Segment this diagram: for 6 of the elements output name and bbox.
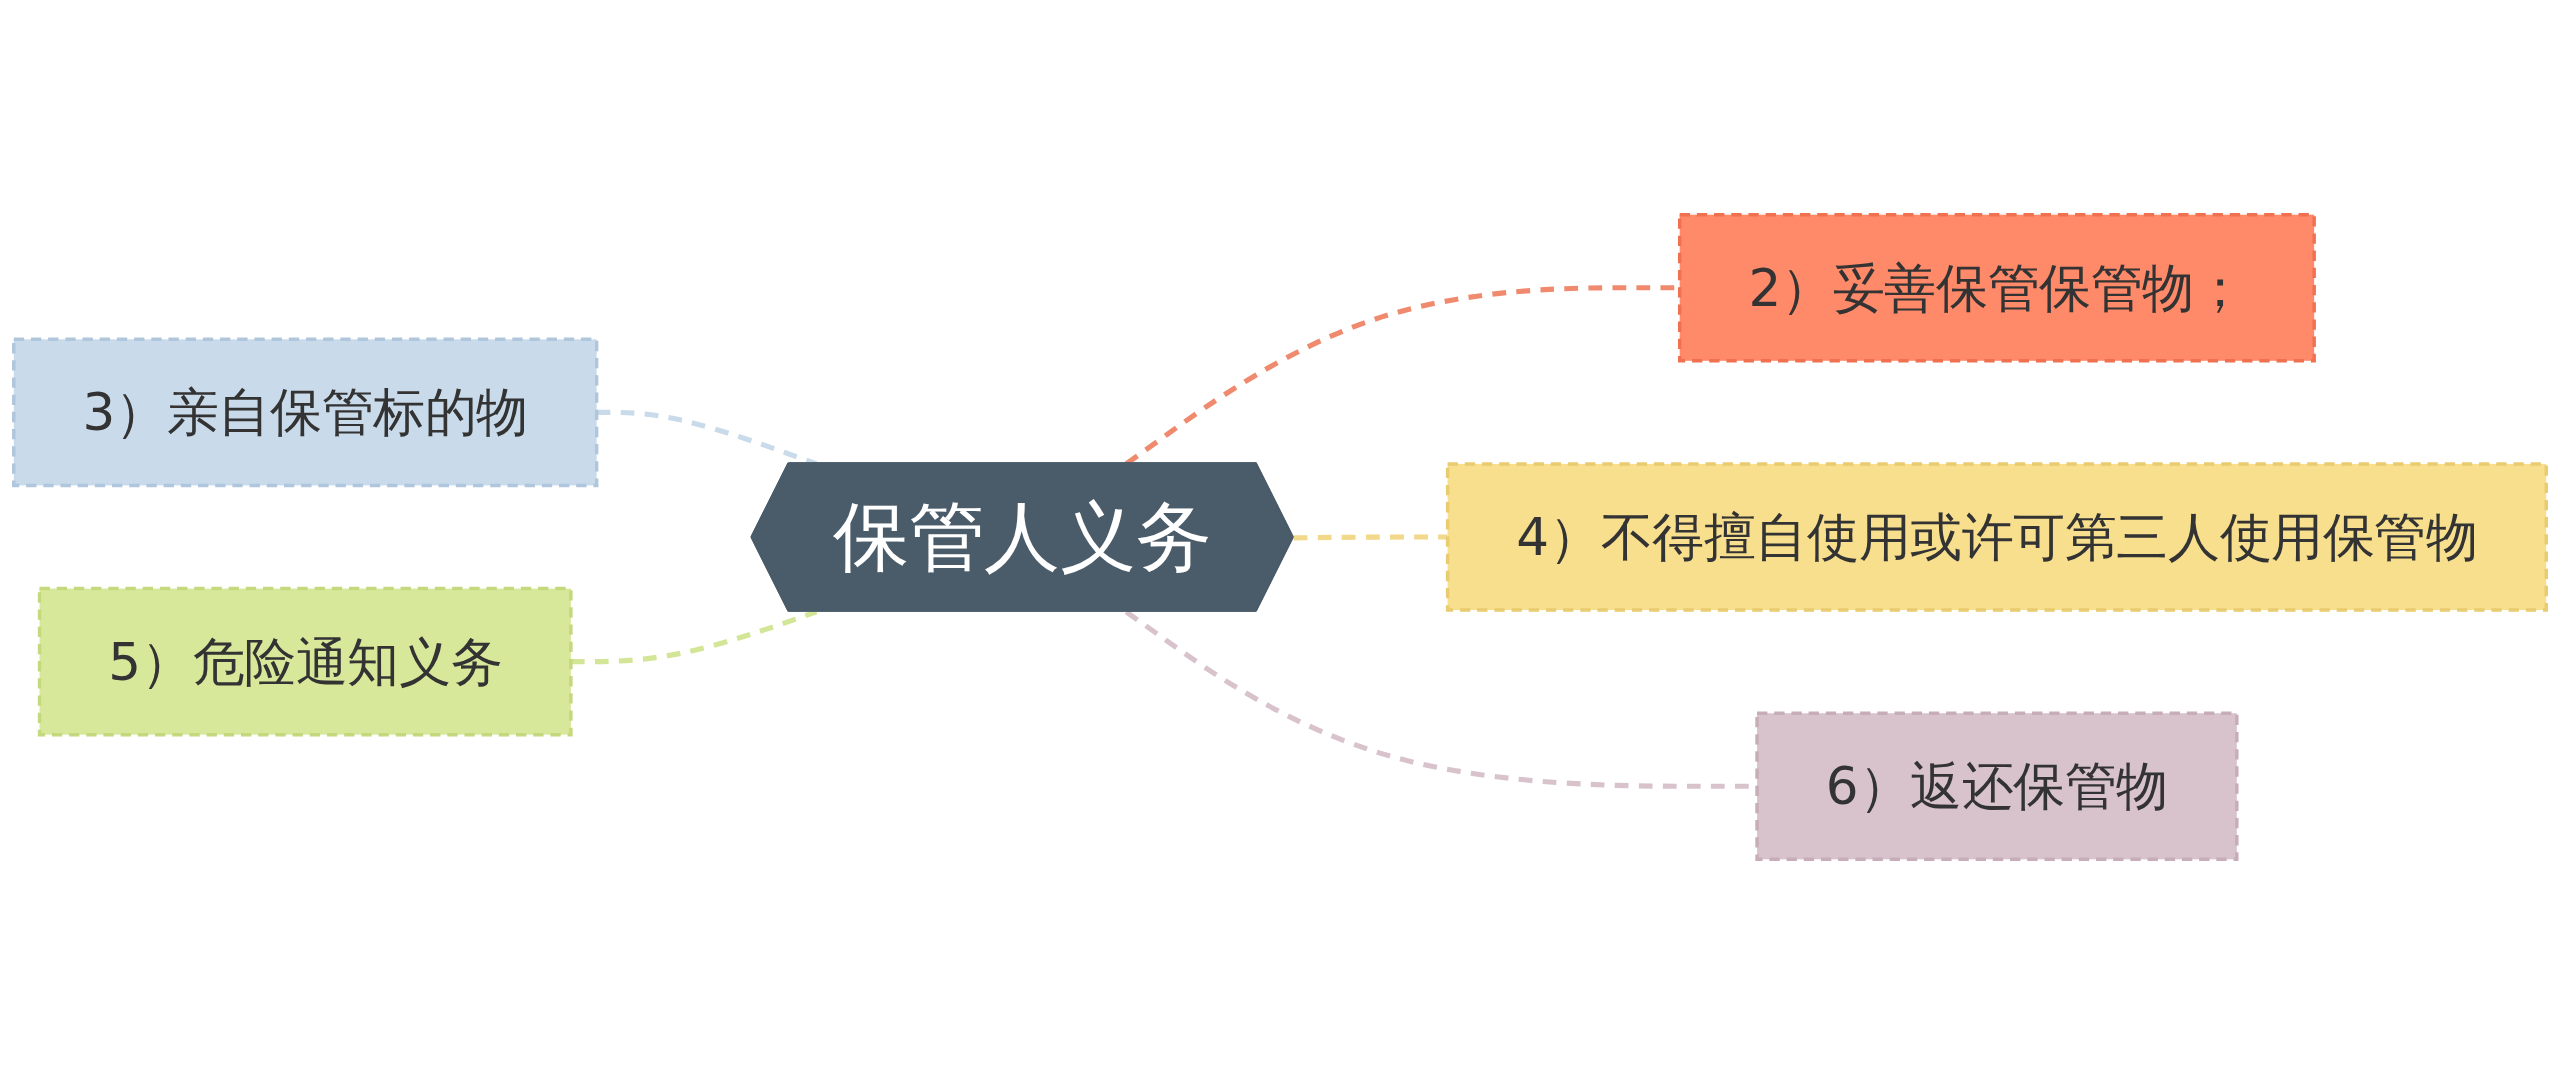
- node-box: 4）不得擅自使用或许可第三人使用保管物: [1445, 462, 2548, 612]
- node-box: 2）妥善保管保管物；: [1677, 212, 2316, 363]
- connector: [1293, 534, 1448, 541]
- node-box: 5）危险通知义务: [37, 586, 573, 737]
- node-box: 3）亲自保管标的物: [12, 337, 599, 488]
- node-box: 6）返还保管物: [1755, 711, 2239, 862]
